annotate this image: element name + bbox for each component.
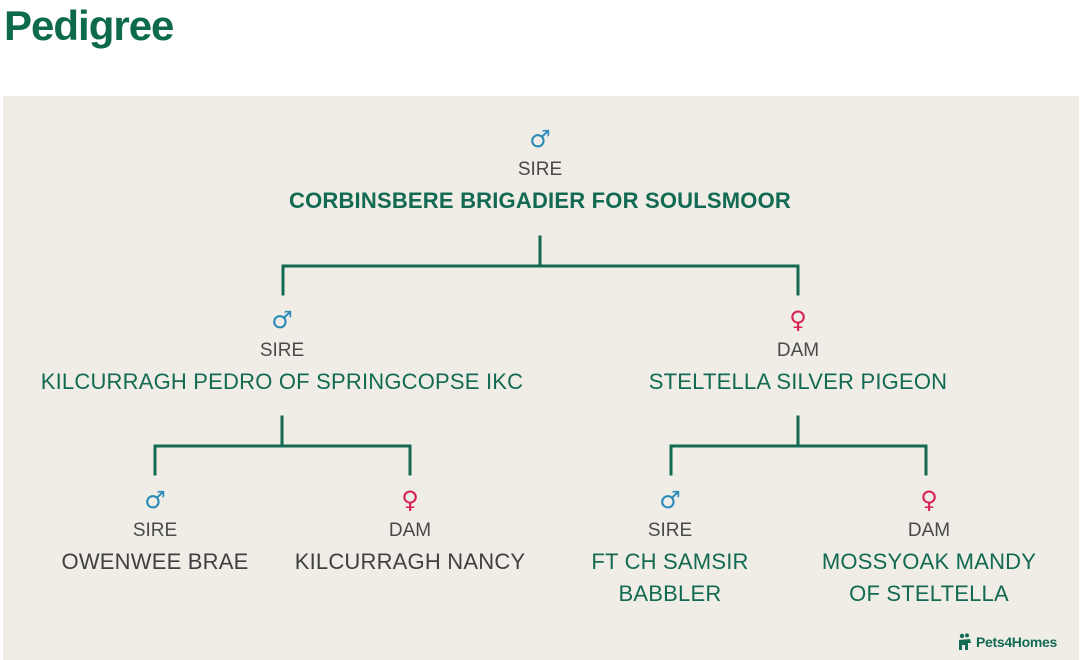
male-icon: ♂ bbox=[144, 486, 166, 514]
connector-dam bbox=[669, 415, 928, 476]
node-name: OWENWEE BRAE bbox=[61, 549, 249, 574]
node-name-line-2: OF STELTELLA bbox=[849, 581, 1009, 606]
node-role: DAM bbox=[776, 340, 820, 361]
dam-node: ♀ DAM STELTELLA SILVER PIGEON bbox=[649, 308, 947, 398]
male-icon: ♂ bbox=[529, 125, 551, 153]
connector-root bbox=[281, 235, 800, 296]
node-name: KILCURRAGH PEDRO OF SPRINGCOPSE IKC bbox=[40, 369, 524, 394]
node-name-line-1: MOSSYOAK MANDY bbox=[821, 549, 1037, 574]
node-role: SIRE bbox=[647, 520, 693, 541]
logo-text: Pets4Homes bbox=[975, 634, 1057, 650]
dam-dam-node: ♀ DAM MOSSYOAK MANDY OF STELTELLA bbox=[822, 488, 1036, 610]
node-name: CORBINSBERE BRIGADIER FOR SOULSMOOR bbox=[288, 188, 792, 213]
pets4homes-logo: Pets4Homes bbox=[958, 633, 1057, 651]
node-role: DAM bbox=[907, 520, 951, 541]
pedigree-panel: ♂ SIRE CORBINSBERE BRIGADIER FOR SOULSMO… bbox=[3, 96, 1079, 660]
female-icon: ♀ bbox=[920, 486, 938, 514]
connector-sire bbox=[153, 415, 412, 476]
node-role: SIRE bbox=[132, 520, 178, 541]
node-name: KILCURRAGH NANCY bbox=[294, 549, 526, 574]
node-name: STELTELLA SILVER PIGEON bbox=[648, 369, 948, 394]
sire-dam-node: ♀ DAM KILCURRAGH NANCY bbox=[295, 488, 526, 578]
node-name-line-1: FT CH SAMSIR bbox=[591, 549, 749, 574]
pedigree-connector-lines bbox=[153, 235, 928, 476]
page-title: Pedigree bbox=[4, 2, 174, 49]
dam-sire-node: ♂ SIRE FT CH SAMSIR BABBLER bbox=[591, 488, 748, 610]
male-icon: ♂ bbox=[271, 306, 293, 334]
node-role: SIRE bbox=[259, 340, 305, 361]
female-icon: ♀ bbox=[789, 306, 807, 334]
node-role: SIRE bbox=[517, 159, 563, 180]
node-role: DAM bbox=[388, 520, 432, 541]
female-icon: ♀ bbox=[401, 486, 419, 514]
logo-mark-icon bbox=[958, 633, 971, 650]
root-sire-node: ♂ SIRE CORBINSBERE BRIGADIER FOR SOULSMO… bbox=[289, 127, 791, 217]
sire-node: ♂ SIRE KILCURRAGH PEDRO OF SPRINGCOPSE I… bbox=[41, 308, 524, 398]
node-name-line-2: BABBLER bbox=[618, 581, 722, 606]
male-icon: ♂ bbox=[659, 486, 681, 514]
sire-sire-node: ♂ SIRE OWENWEE BRAE bbox=[62, 488, 249, 578]
